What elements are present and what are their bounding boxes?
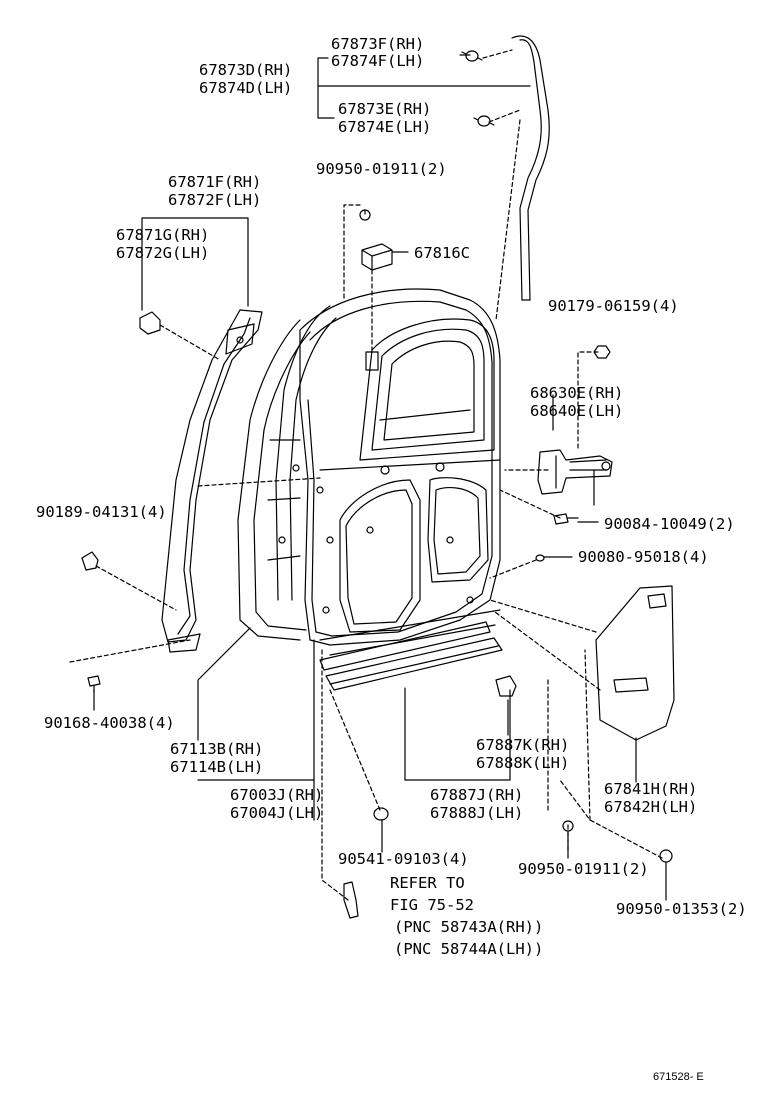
label-90084-10049: 90084-10049(2): [604, 515, 735, 533]
label-90950-01911-top: 90950-01911(2): [316, 160, 447, 178]
label-67874D: 67874D(LH): [199, 79, 293, 97]
label-68630E: 68630E(RH): [530, 384, 624, 402]
refer-note-line-2: FIG 75-52: [390, 896, 474, 914]
label-90950-01353: 90950-01353(2): [616, 900, 747, 918]
label-67842H: 67842H(LH): [604, 798, 698, 816]
refer-part: [343, 881, 359, 919]
pillar-trim: [161, 309, 263, 653]
body-pillar: [237, 305, 337, 641]
door-panel: [299, 288, 501, 656]
label-67873E: 67873E(RH): [338, 100, 432, 118]
quarter-trim-panel: [595, 585, 675, 741]
label-90189-04131: 90189-04131(4): [36, 503, 167, 521]
label-67841H: 67841H(RH): [604, 780, 698, 798]
label-68640E: 68640E(LH): [530, 402, 624, 420]
label-67873D: 67873D(RH): [199, 61, 293, 79]
label-90080-95018: 90080-95018(4): [578, 548, 709, 566]
label-67888J: 67888J(LH): [430, 804, 524, 822]
refer-note-line-4: (PNC 58744A(LH)): [394, 940, 544, 958]
weatherstrip-clips: [461, 50, 495, 127]
label-67113B: 67113B(RH): [170, 740, 264, 758]
label-67003J: 67003J(RH): [230, 786, 324, 804]
label-67873F: 67873F(RH): [331, 35, 425, 53]
refer-note-line-1: REFER TO: [390, 874, 465, 892]
label-90168-40038: 90168-40038(4): [44, 714, 175, 732]
label-67887K: 67887K(RH): [476, 736, 570, 754]
label-67872F: 67872F(LH): [168, 191, 262, 209]
label-67874F: 67874F(LH): [331, 52, 425, 70]
label-67888K: 67888K(LH): [476, 754, 570, 772]
door-weatherstrip: [511, 35, 550, 301]
label-67114B: 67114B(LH): [170, 758, 264, 776]
label-67887J: 67887J(RH): [430, 786, 524, 804]
label-67816C: 67816C: [414, 244, 470, 262]
label-90179-06159: 90179-06159(4): [548, 297, 679, 315]
label-90541-09103: 90541-09103(4): [338, 850, 469, 868]
label-67871F: 67871F(RH): [168, 173, 262, 191]
label-90950-01911-bottom: 90950-01911(2): [518, 860, 649, 878]
fasteners: [81, 209, 673, 863]
label-67871G: 67871G(RH): [116, 226, 210, 244]
door-sill-strips: [319, 621, 503, 691]
figure-number: 671528- E: [653, 1071, 704, 1083]
label-67872G: 67872G(LH): [116, 244, 210, 262]
label-67004J: 67004J(LH): [230, 804, 324, 822]
leader-lines: [69, 49, 667, 901]
refer-note-line-3: (PNC 58743A(RH)): [394, 918, 544, 936]
label-67874E: 67874E(LH): [338, 118, 432, 136]
